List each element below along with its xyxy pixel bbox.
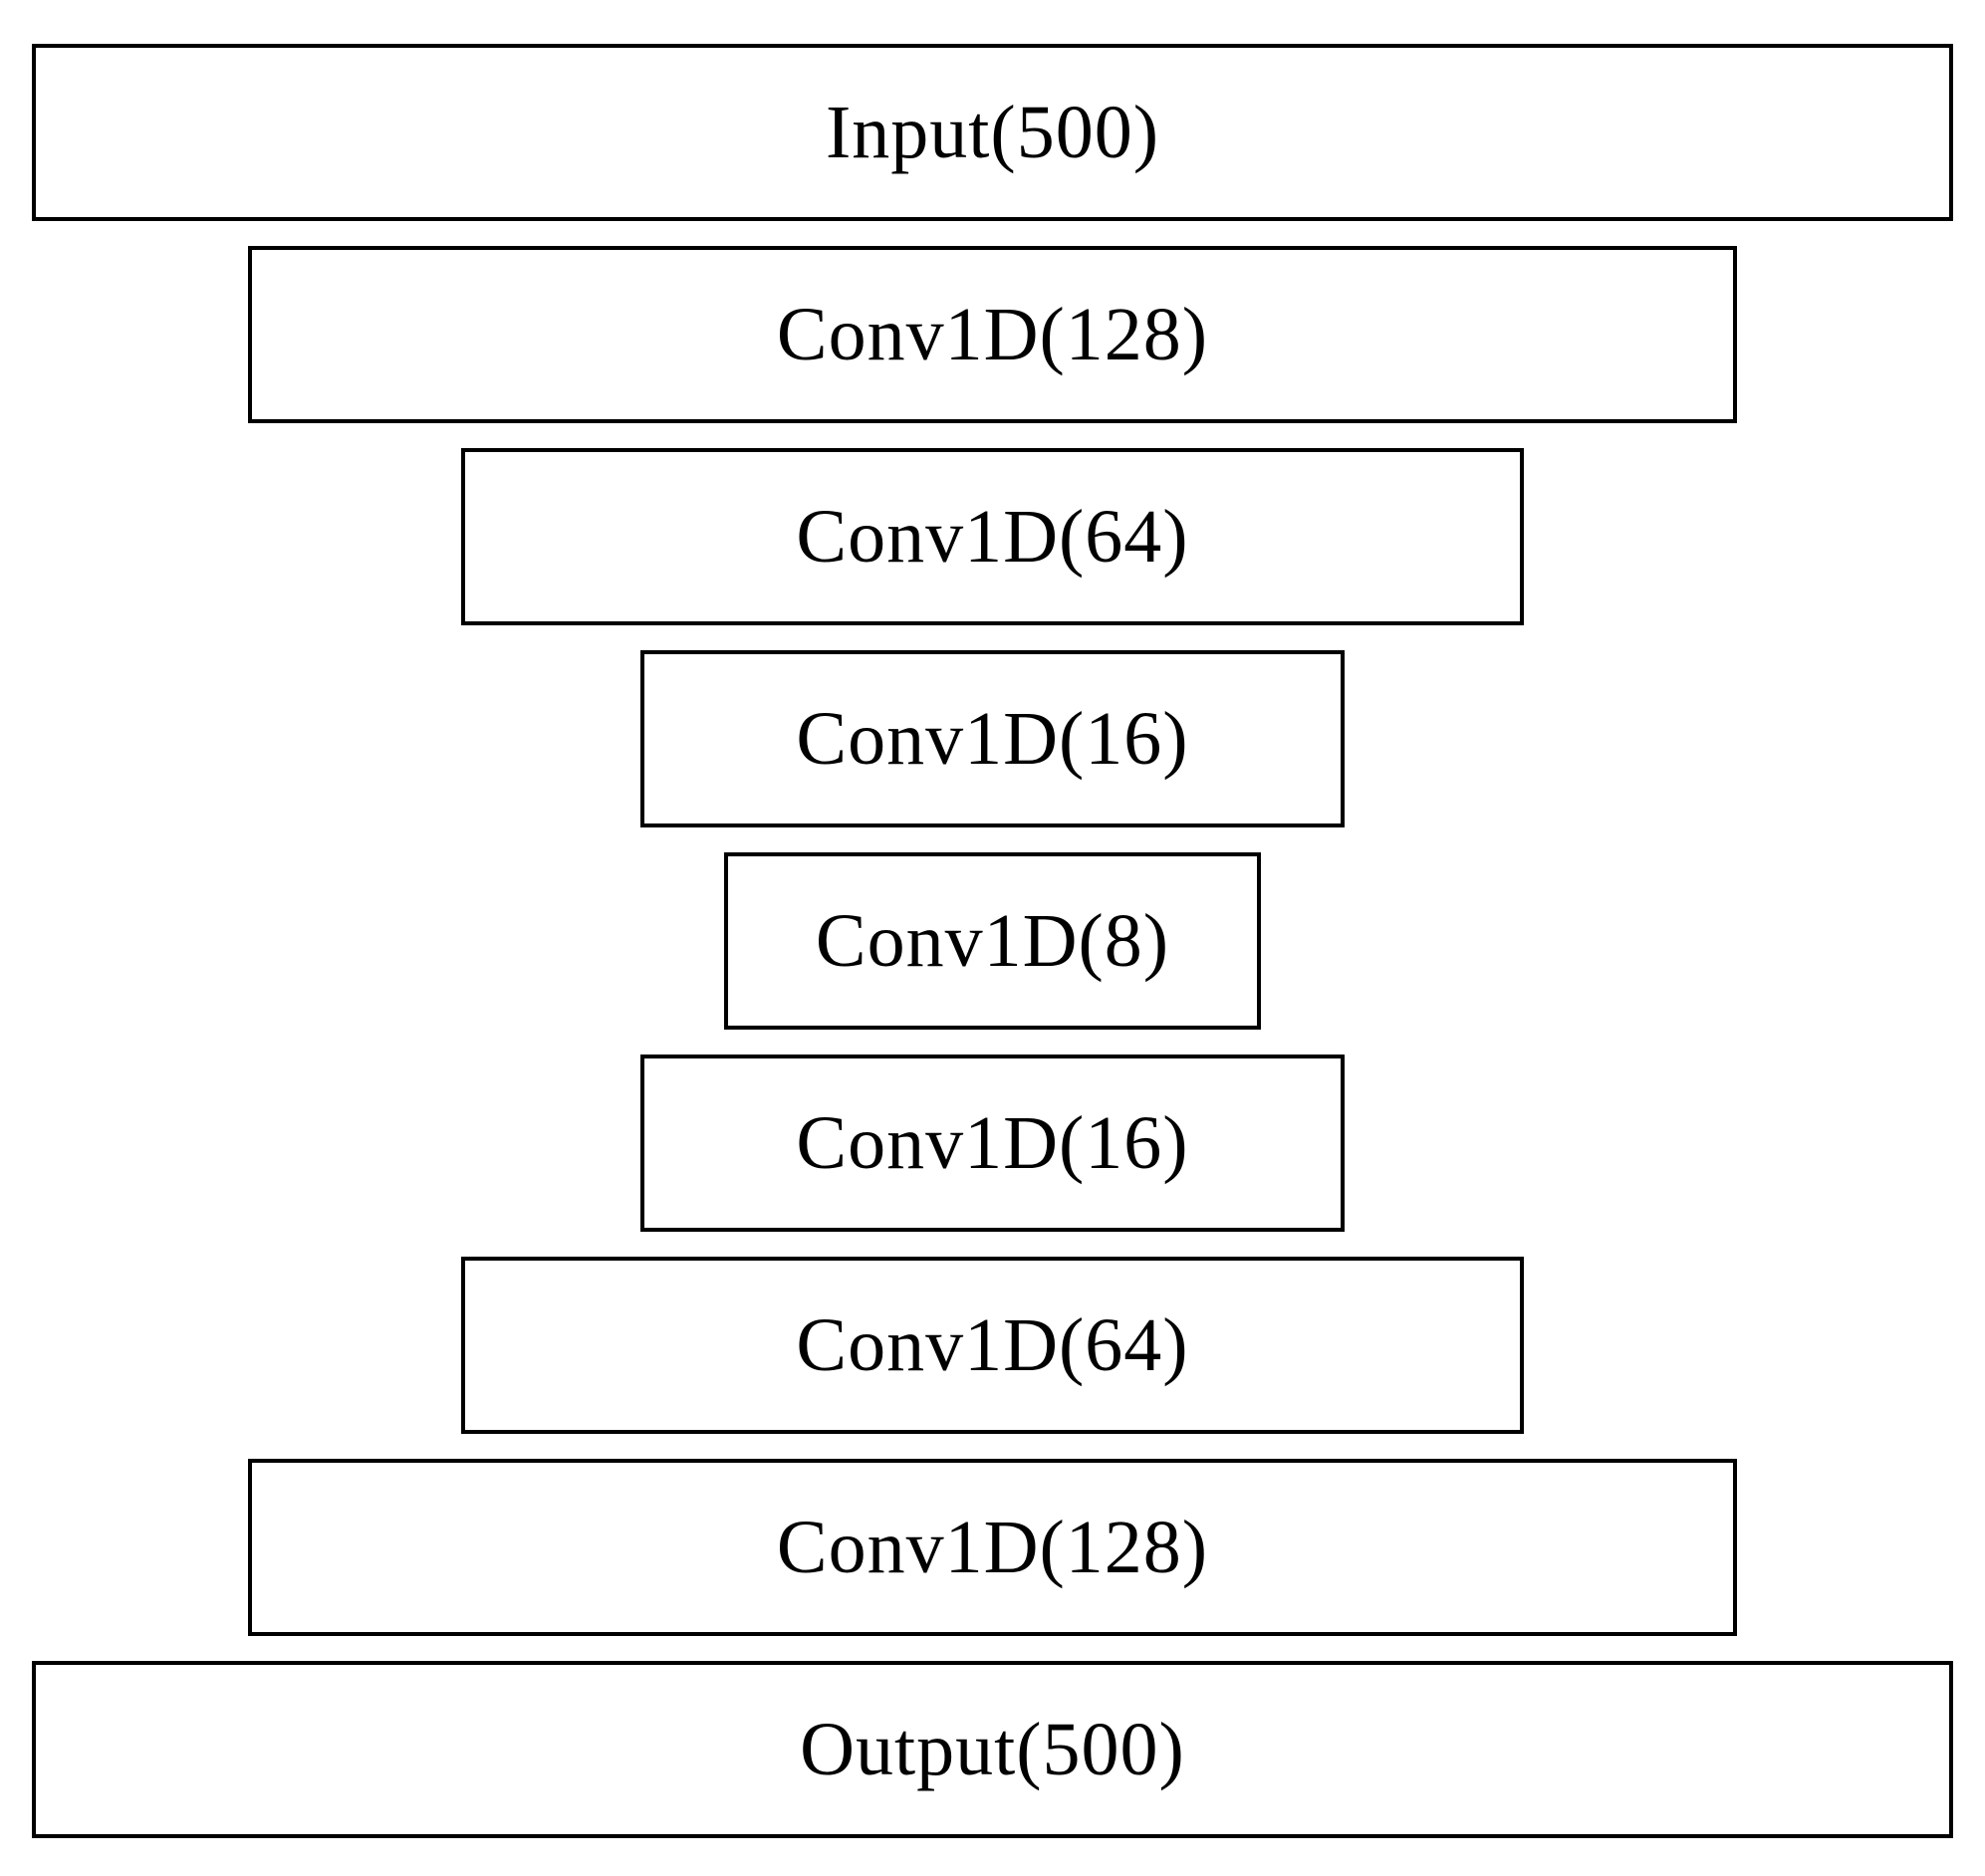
layer-box-conv1d-16-encoder: Conv1D(16) — [639, 650, 1346, 827]
layer-label-conv1d-64-decoder: Conv1D(64) — [796, 1303, 1189, 1387]
layer-label-input: Input(500) — [825, 91, 1160, 174]
layer-label-conv1d-128-encoder: Conv1D(128) — [776, 293, 1209, 376]
layer-box-output: Output(500) — [31, 1661, 1954, 1838]
layer-label-conv1d-16-encoder: Conv1D(16) — [796, 697, 1189, 781]
layer-label-conv1d-128-decoder: Conv1D(128) — [776, 1506, 1209, 1589]
layer-label-output: Output(500) — [800, 1708, 1185, 1791]
layer-label-conv1d-8-bottleneck: Conv1D(8) — [815, 899, 1170, 983]
layer-box-conv1d-64-encoder: Conv1D(64) — [461, 448, 1524, 625]
layer-box-conv1d-16-decoder: Conv1D(16) — [639, 1055, 1346, 1232]
layer-label-conv1d-64-encoder: Conv1D(64) — [796, 495, 1189, 579]
layer-box-conv1d-64-decoder: Conv1D(64) — [461, 1257, 1524, 1434]
layer-box-conv1d-8-bottleneck: Conv1D(8) — [724, 852, 1261, 1030]
layer-box-conv1d-128-encoder: Conv1D(128) — [248, 246, 1737, 423]
layer-label-conv1d-16-decoder: Conv1D(16) — [796, 1101, 1189, 1185]
layer-box-conv1d-128-decoder: Conv1D(128) — [248, 1459, 1737, 1636]
layer-box-input: Input(500) — [31, 44, 1954, 221]
